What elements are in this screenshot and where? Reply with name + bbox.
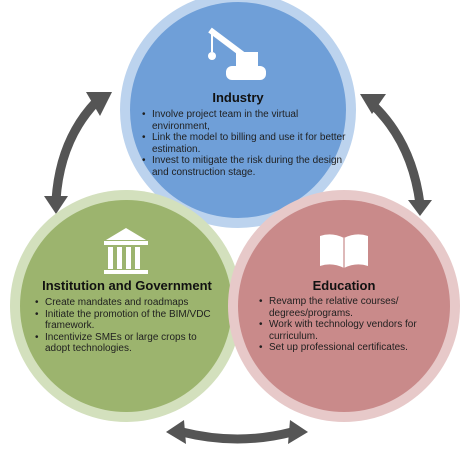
education-bullets: Revamp the relative courses/ degrees/pro…	[258, 296, 433, 354]
list-item: Link the model to billing and use it for…	[141, 132, 346, 155]
list-item: Revamp the relative courses/ degrees/pro…	[258, 296, 433, 319]
list-item: Initiate the promotion of the BIM/VDC fr…	[34, 309, 219, 332]
government-building-icon	[104, 228, 148, 274]
cycle-arrow-left	[44, 92, 112, 214]
crane-icon	[208, 27, 266, 80]
institution-bullets: Create mandates and roadmaps Initiate th…	[34, 297, 219, 355]
industry-bullets: Involve project team in the virtual envi…	[141, 109, 346, 179]
open-book-icon	[320, 234, 368, 268]
education-title: Education	[312, 278, 376, 293]
list-item: Invest to mitigate the risk during the d…	[141, 155, 346, 178]
industry-title: Industry	[212, 90, 264, 105]
list-item: Work with technology vendors for curricu…	[258, 319, 433, 342]
institution-title: Institution and Government	[42, 278, 212, 293]
list-item: Incentivize SMEs or large crops to adopt…	[34, 332, 219, 355]
cycle-arrow-right	[360, 94, 432, 216]
list-item: Involve project team in the virtual envi…	[141, 109, 346, 132]
cycle-arrow-bottom	[166, 420, 308, 444]
list-item: Create mandates and roadmaps	[34, 297, 219, 309]
list-item: Set up professional certificates.	[258, 342, 433, 354]
